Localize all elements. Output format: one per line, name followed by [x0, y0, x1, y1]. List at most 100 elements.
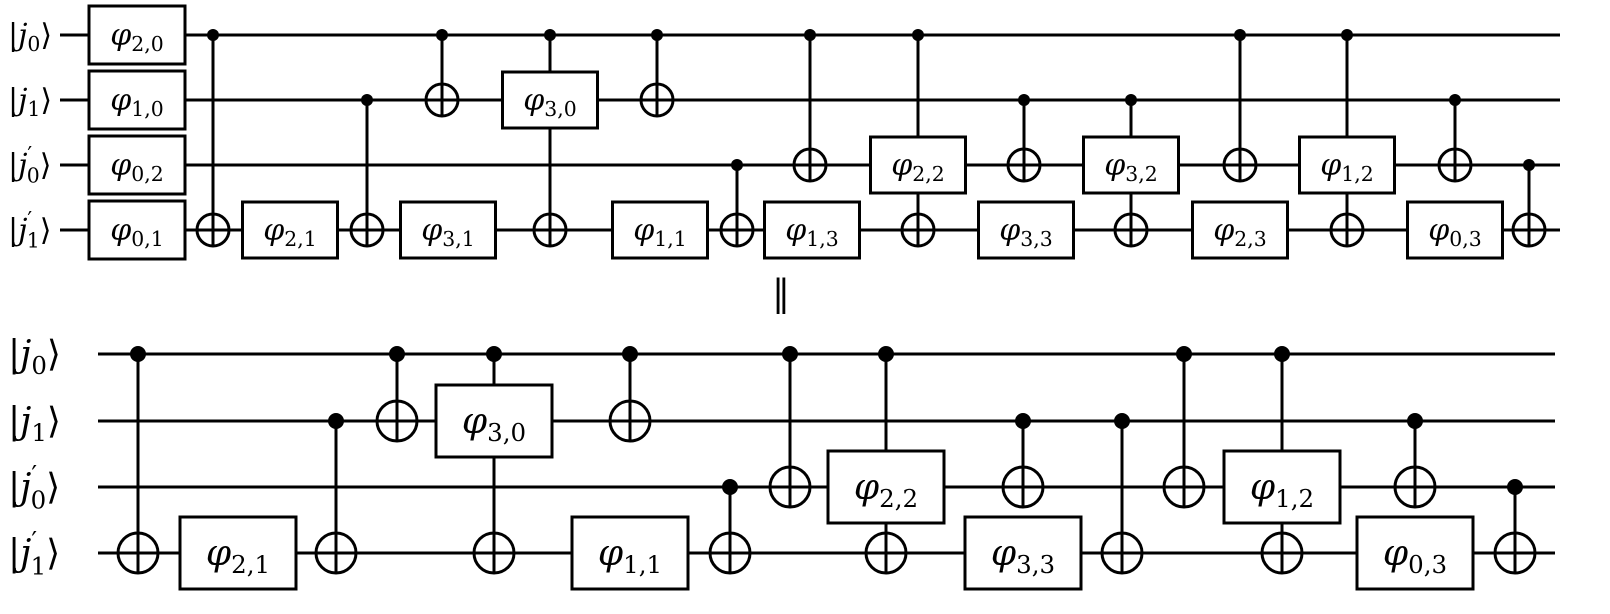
bottom-op-12-target-xor	[1100, 531, 1144, 575]
qubit-label-bottom-0: |j0⟩	[8, 334, 61, 380]
top-op-8-target-xor	[719, 212, 755, 248]
bottom-op-10-gate: φ3,3	[963, 515, 1083, 591]
top-op-14-target-xor	[1113, 212, 1149, 248]
equals-symbol: ‖	[772, 274, 790, 315]
top-op-0-control-dot	[207, 29, 219, 41]
bottom-op-15-gate-label: φ0,3	[1383, 533, 1447, 579]
top-op-11-target-xor	[900, 212, 936, 248]
top-op-13-gate: φ3,3	[977, 200, 1075, 260]
bottom-op-8-control-dot	[782, 346, 798, 362]
bottom-op-4-target-xor	[472, 531, 516, 575]
bottom-circuit: |j0⟩ |j1⟩ |j′0⟩ |j′1⟩ φ2,1 φ3,0 φ1,1 φ2,2 φ3,3 φ1…	[8, 334, 1555, 591]
bottom-op-1-gate-label: φ2,1	[206, 533, 270, 579]
bottom-op-16-target-xor	[1393, 465, 1437, 509]
bottom-op-11-target-xor	[1001, 465, 1045, 509]
bottom-op-6-control-dot	[622, 346, 638, 362]
top-op-7-gate-label: φ1,1	[633, 213, 686, 252]
bottom-op-7-control-dot	[722, 479, 738, 495]
top-op-15-control-dot	[1234, 29, 1246, 41]
bottom-op-3-target-xor	[375, 399, 419, 443]
bottom-op-13-control-dot	[1176, 346, 1192, 362]
qubit-label-top-0: |j0⟩	[8, 18, 52, 57]
bottom-op-3-control-dot	[389, 346, 405, 362]
top-op-1-gate-label: φ2,1	[263, 213, 316, 252]
top-op-19-gate-label: φ0,3	[1428, 213, 1481, 252]
top-op-3-target-xor	[424, 82, 460, 118]
bottom-op-4-control-dot	[486, 346, 502, 362]
top-op-4-gate: φ3,1	[399, 200, 497, 260]
top-op-20-control-dot	[1523, 159, 1535, 171]
top-circuit: |j0⟩ |j1⟩ |j′0⟩ |j′1⟩ φ2,0φ1,0 φ0,2 φ0,1 φ2,1 φ3…	[8, 4, 1560, 261]
top-op-15-target-xor	[1222, 147, 1258, 183]
top-init-gate-3-label: φ0,1	[110, 213, 163, 252]
bottom-op-14-gate-label: φ1,2	[1250, 467, 1314, 513]
top-op-3-control-dot	[436, 29, 448, 41]
qubit-label-bottom-2: |j′0⟩	[8, 460, 60, 514]
top-op-0-target-xor	[195, 212, 231, 248]
qubit-label-bottom-3: |j′1⟩	[8, 526, 60, 580]
bottom-op-2-control-dot	[328, 413, 344, 429]
top-init-gate-1: φ1,0	[87, 69, 187, 131]
qubit-label-top-3: |j′1⟩	[8, 208, 52, 253]
qubit-label-bottom-1: |j1⟩	[8, 401, 61, 447]
bottom-op-4-gate-label: φ3,0	[462, 401, 526, 447]
bottom-op-10-gate-label: φ3,3	[991, 533, 1055, 579]
top-op-11-gate: φ2,2	[869, 135, 967, 195]
top-op-5-gate: φ3,0	[501, 70, 599, 130]
bottom-op-9-control-dot	[878, 346, 894, 362]
bottom-op-2-target-xor	[314, 531, 358, 575]
top-op-13-gate-label: φ3,3	[999, 213, 1052, 252]
bottom-op-16-control-dot	[1407, 413, 1423, 429]
top-op-5-gate-label: φ3,0	[523, 83, 576, 122]
top-op-2-target-xor	[349, 212, 385, 248]
bottom-op-6-target-xor	[608, 399, 652, 443]
top-op-11-gate-label: φ2,2	[891, 148, 944, 187]
top-op-12-target-xor	[1006, 147, 1042, 183]
top-op-17-gate-label: φ1,2	[1320, 148, 1373, 187]
top-op-7-gate: φ1,1	[611, 200, 709, 260]
top-op-16-gate: φ2,3	[1191, 200, 1289, 260]
top-op-4-gate-label: φ3,1	[421, 213, 474, 252]
qubit-label-top-1: |j1⟩	[8, 83, 52, 122]
bottom-op-14-gate: φ1,2	[1222, 449, 1342, 525]
top-op-16-gate-label: φ2,3	[1213, 213, 1266, 252]
top-op-2-control-dot	[361, 94, 373, 106]
top-op-8-control-dot	[731, 159, 743, 171]
top-init-gate-3: φ0,1	[87, 199, 187, 261]
bottom-op-15-gate: φ0,3	[1355, 515, 1475, 591]
bottom-op-14-target-xor	[1260, 531, 1304, 575]
top-op-14-gate-label: φ3,2	[1104, 148, 1157, 187]
bottom-op-13-target-xor	[1162, 465, 1206, 509]
top-op-10-control-dot	[804, 29, 816, 41]
bottom-op-14-control-dot	[1274, 346, 1290, 362]
top-op-12-control-dot	[1018, 94, 1030, 106]
top-op-6-target-xor	[639, 82, 675, 118]
top-op-10-target-xor	[792, 147, 828, 183]
bottom-op-5-gate: φ1,1	[570, 515, 690, 591]
top-op-5-control-dot	[544, 29, 556, 41]
bottom-op-11-control-dot	[1015, 413, 1031, 429]
top-op-19-gate: φ0,3	[1406, 200, 1504, 260]
bottom-op-17-target-xor	[1493, 531, 1537, 575]
bottom-op-0-control-dot	[130, 346, 146, 362]
bottom-op-5-gate-label: φ1,1	[598, 533, 662, 579]
bottom-op-8-target-xor	[768, 465, 812, 509]
bottom-op-0-target-xor	[116, 531, 160, 575]
top-op-5-target-xor	[532, 212, 568, 248]
bottom-op-4-gate: φ3,0	[434, 383, 554, 459]
top-op-18-target-xor	[1437, 147, 1473, 183]
top-init-gate-2-label: φ0,2	[110, 148, 163, 187]
qubit-label-top-2: |j′0⟩	[8, 143, 52, 188]
top-op-9-gate-label: φ1,3	[785, 213, 838, 252]
bottom-op-9-gate: φ2,2	[826, 449, 946, 525]
bottom-op-12-control-dot	[1114, 413, 1130, 429]
top-init-gate-0: φ2,0	[87, 4, 187, 66]
top-op-6-control-dot	[651, 29, 663, 41]
top-op-20-target-xor	[1511, 212, 1547, 248]
top-op-1-gate: φ2,1	[241, 200, 339, 260]
bottom-op-7-target-xor	[708, 531, 752, 575]
top-op-17-control-dot	[1341, 29, 1353, 41]
bottom-op-9-gate-label: φ2,2	[854, 467, 918, 513]
bottom-op-9-target-xor	[864, 531, 908, 575]
